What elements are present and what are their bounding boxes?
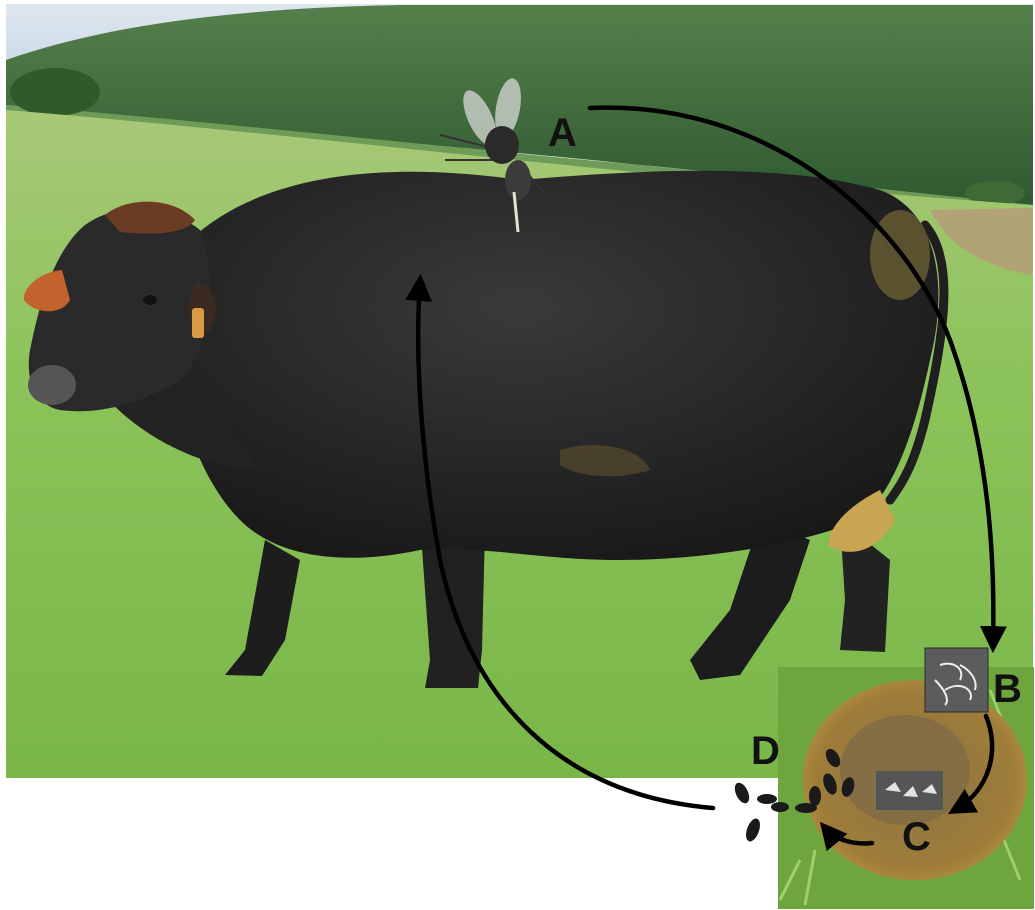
pupa <box>732 780 752 805</box>
stage-label-a: A <box>548 111 577 155</box>
fly-abdomen <box>505 160 531 200</box>
ear-tag <box>192 308 204 338</box>
larvae-inset <box>876 771 943 810</box>
fly-thorax <box>485 126 519 164</box>
stage-label-d: D <box>751 729 780 773</box>
pupa <box>743 817 762 844</box>
stage-label-b: B <box>993 667 1022 711</box>
cow-photo <box>6 4 1033 778</box>
cow-body <box>174 171 938 560</box>
pupa <box>757 794 777 804</box>
tree-cluster <box>10 68 100 116</box>
pupa <box>771 802 789 812</box>
stage-label-c: C <box>902 815 931 859</box>
eggs-inset-box <box>925 648 988 712</box>
pupa <box>809 786 821 806</box>
eggs-inset <box>925 648 988 712</box>
cow-muzzle <box>28 365 76 405</box>
cow-eye <box>143 295 157 305</box>
